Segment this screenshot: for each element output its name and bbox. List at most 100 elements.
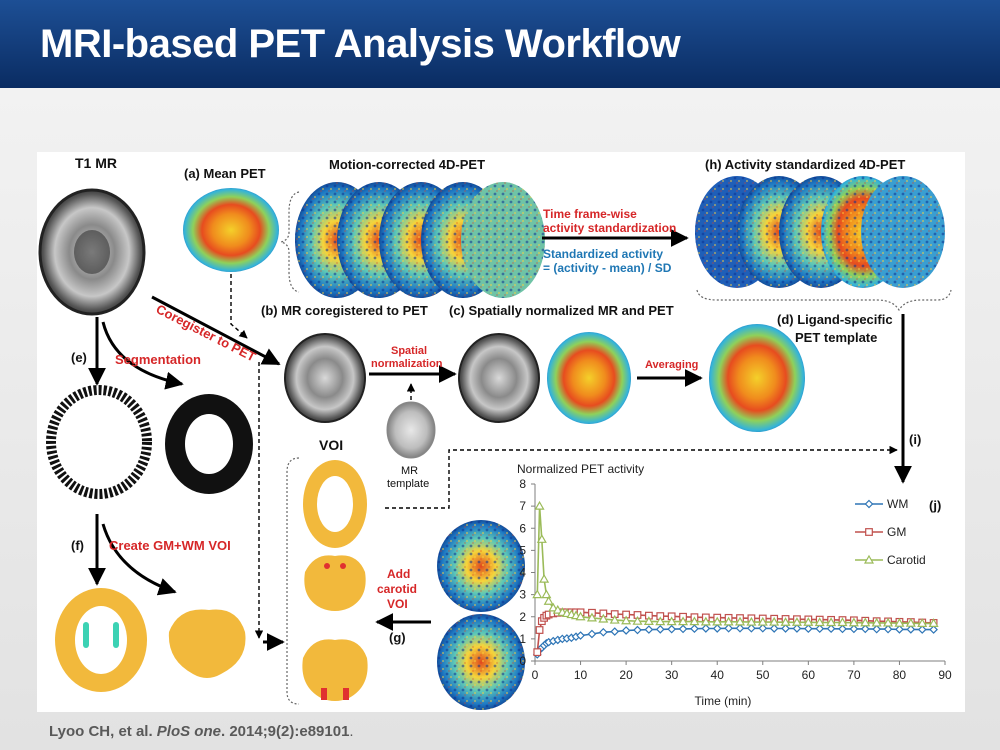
- chart-point-wm: [690, 624, 699, 634]
- create-voi-arrow-curve: [101, 523, 177, 596]
- workflow-diagram: T1 MR (a) Mean PET Motion-corrected 4D-P…: [38, 155, 952, 710]
- chart-point-carotid: [860, 617, 871, 627]
- cerebellum-voi-image: [168, 609, 246, 678]
- chart-point-carotid: [621, 615, 632, 625]
- voi-axial-2: [304, 555, 366, 611]
- ligand-template-image: [709, 324, 805, 432]
- chart-y-tick-label: 1: [519, 632, 526, 646]
- chart-point-gm: [535, 626, 544, 634]
- voi-carotid-mark-4: [343, 688, 349, 700]
- chart-point-carotid: [548, 602, 559, 612]
- chart-point-wm: [633, 625, 642, 635]
- activity-standardized-4d-pet-stack: [695, 176, 945, 288]
- t1-mr-ventricles: [74, 230, 110, 274]
- time-frame-label-2: activity standardization: [543, 221, 676, 235]
- chart-point-wm: [655, 625, 665, 634]
- chart-point-wm: [803, 624, 813, 634]
- chart-legend-label-gm: GM: [887, 525, 906, 539]
- chart-point-wm: [621, 626, 631, 635]
- chart-legend-label-wm: WM: [887, 497, 908, 511]
- chart-point-carotid: [552, 604, 563, 614]
- spatial-normalization-label-2: normalization: [371, 358, 443, 370]
- chart-point-wm: [838, 624, 847, 634]
- activity-standardized-brace: [696, 289, 952, 312]
- chart-point-carotid: [905, 617, 916, 627]
- add-carotid-label-2: carotid: [377, 582, 417, 596]
- workflow-figure: T1 MR (a) Mean PET Motion-corrected 4D-P…: [37, 152, 965, 712]
- chart-point-wm: [598, 627, 608, 637]
- chart-point-carotid: [917, 618, 928, 627]
- chart-point-wm: [610, 627, 620, 636]
- voi-carotid-mark-3: [321, 688, 327, 700]
- chart-title: Normalized PET activity: [517, 462, 644, 476]
- chart-y-tick-label: 3: [519, 588, 526, 602]
- citation-details: . 2014;9(2):e89101: [220, 723, 350, 740]
- chart-point-wm: [712, 624, 722, 633]
- chart-point-carotid: [814, 617, 825, 627]
- chart-point-carotid: [539, 573, 550, 583]
- chart-point-carotid: [837, 617, 848, 627]
- chart-point-wm: [849, 624, 859, 634]
- chart-series-line-carotid: [536, 506, 934, 625]
- mr-template-label-2: template: [387, 478, 429, 490]
- voi-carotid-mark-2: [340, 563, 346, 569]
- chart-point-carotid: [609, 614, 620, 624]
- citation-authors: Lyoo CH, et al.: [49, 723, 153, 740]
- voi-axial-3: [302, 639, 368, 701]
- chart-point-carotid: [928, 618, 939, 627]
- chart-point-carotid: [700, 616, 711, 626]
- add-carotid-label-3: VOI: [387, 597, 408, 611]
- chart-point-wm: [587, 629, 597, 639]
- g-label: (g): [389, 630, 406, 645]
- carotid-pet-image-2-noise: [437, 614, 525, 710]
- mean-pet-label: (a) Mean PET: [184, 166, 266, 181]
- mean-pet-image: [183, 188, 279, 272]
- chart-point-wm: [792, 624, 802, 633]
- chart-point-wm: [781, 624, 790, 633]
- chart-point-carotid: [643, 616, 654, 625]
- activity-standardized-label: (h) Activity standardized 4D-PET: [705, 157, 905, 172]
- chart-point-carotid: [780, 617, 791, 626]
- chart-point-wm: [906, 625, 916, 634]
- chart-x-tick-label: 20: [619, 668, 633, 682]
- add-carotid-label-1: Add: [387, 567, 410, 581]
- averaging-label: Averaging: [645, 359, 698, 371]
- chart-point-wm: [724, 623, 733, 633]
- voi-axial-1-core: [317, 476, 353, 532]
- chart-x-tick-label: 70: [847, 668, 861, 682]
- chart-point-carotid: [791, 617, 802, 626]
- chart-y-tick-label: 0: [519, 654, 526, 668]
- chart-point-wm: [758, 623, 768, 633]
- chart-point-wm: [735, 623, 745, 633]
- chart-x-tick-label: 60: [802, 668, 816, 682]
- chart-point-carotid: [598, 613, 609, 623]
- chart-point-carotid: [769, 616, 780, 626]
- chart-point-wm: [747, 623, 756, 633]
- wm-segmentation-core: [185, 414, 233, 474]
- chart-legend-marker-gm: [865, 528, 873, 536]
- chart-point-carotid: [543, 596, 554, 605]
- chart-point-carotid: [723, 616, 734, 626]
- chart-point-carotid: [826, 617, 837, 627]
- chart-point-carotid: [536, 534, 547, 543]
- chart-point-carotid: [712, 616, 723, 626]
- chart-legend-marker-wm: [864, 499, 874, 509]
- motion-corrected-4d-pet-stack: [295, 182, 545, 298]
- chart-x-tick-label: 30: [665, 668, 679, 682]
- slide-header: MRI-based PET Analysis Workflow: [0, 0, 1000, 88]
- chart-x-tick-label: 40: [711, 668, 725, 682]
- f-label: (f): [71, 538, 84, 553]
- chart-series-line-wm: [536, 627, 934, 655]
- voi-column-brace: [286, 457, 300, 705]
- chart-point-gm: [533, 648, 542, 657]
- chart-panel-label: (j): [929, 498, 941, 513]
- chart-point-wm: [667, 624, 677, 634]
- chart-point-carotid: [586, 612, 597, 622]
- time-frame-label-1: Time frame-wise: [543, 207, 637, 221]
- chart-point-carotid: [655, 616, 666, 626]
- chart-y-tick-label: 5: [519, 543, 526, 557]
- chart-point-wm: [929, 625, 938, 634]
- segmentation-arrow-curve: [101, 321, 184, 390]
- chart-point-carotid: [848, 617, 859, 627]
